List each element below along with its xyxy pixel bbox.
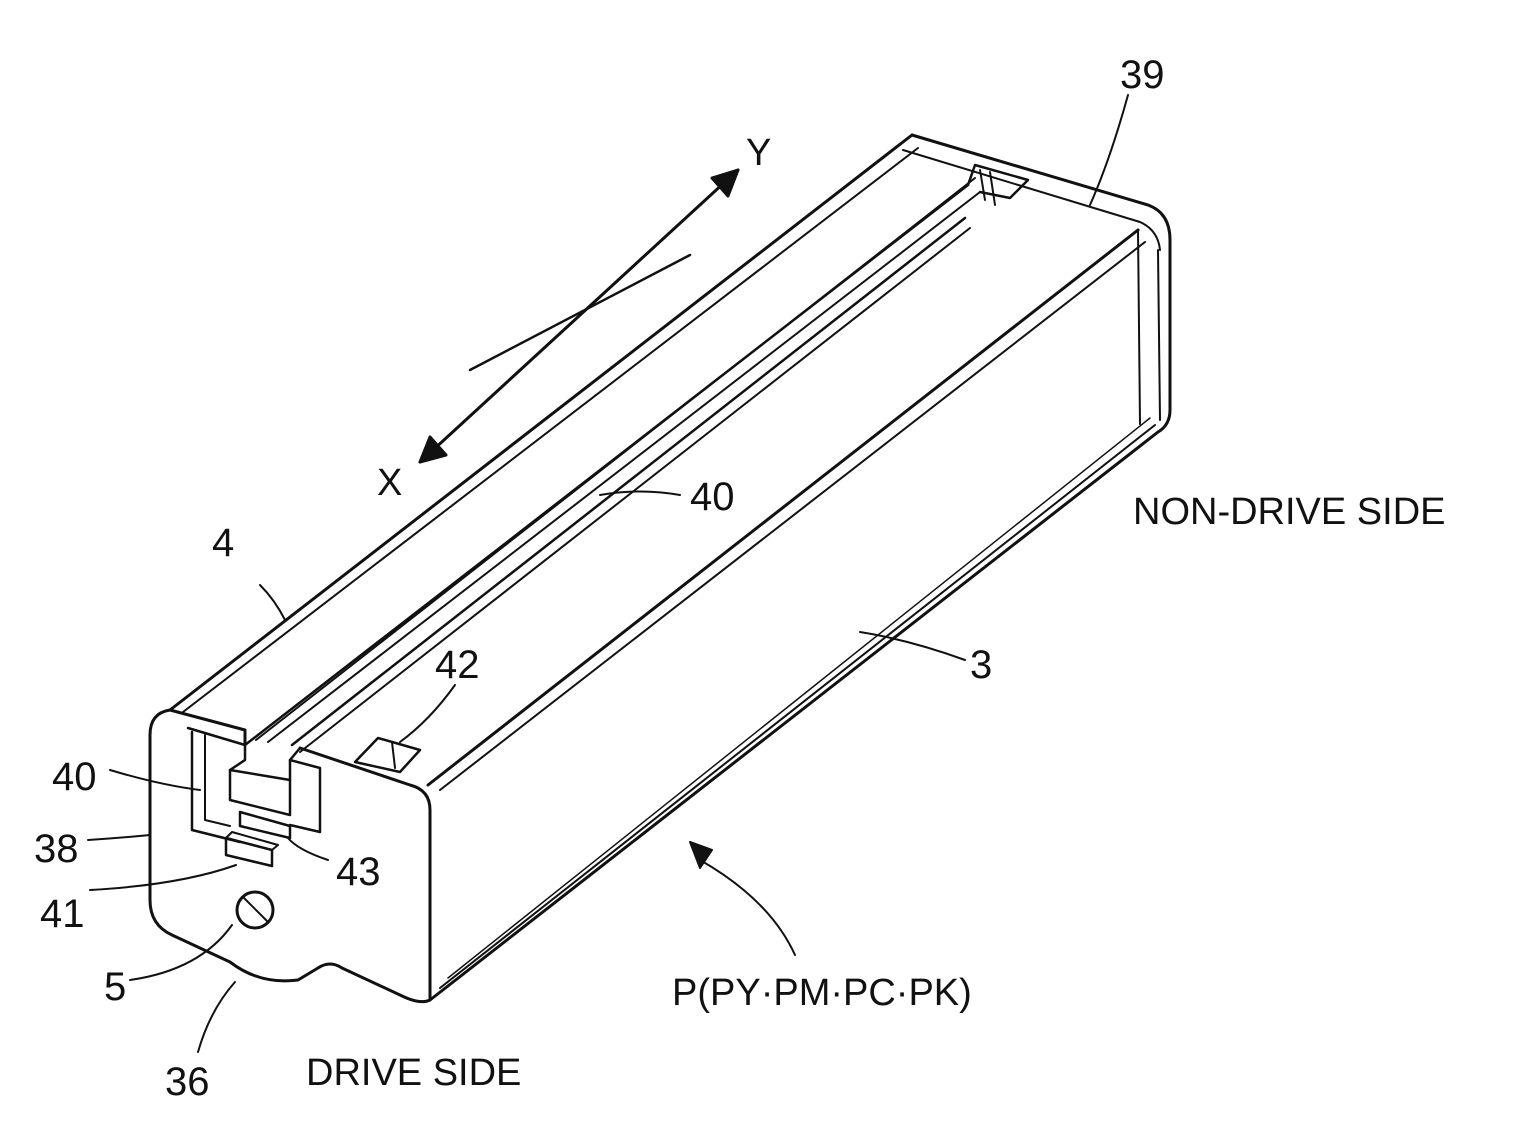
leader-cartridge (700, 860, 795, 955)
top-face-right-edge (428, 230, 1138, 785)
far-rail-notch (968, 165, 1028, 198)
drive-side-end-face (150, 710, 430, 1002)
leader-lines (88, 95, 1128, 1052)
leader-38 (88, 835, 150, 840)
leader-40-side (110, 770, 200, 790)
label-drive-side: DRIVE SIDE (306, 1052, 521, 1094)
groove-step (230, 770, 290, 815)
groove-right-box (290, 760, 320, 832)
groove-inner-a (205, 735, 230, 826)
label-41: 41 (40, 892, 85, 936)
far-end-face-edge (1138, 230, 1140, 424)
hole-5-slash (243, 897, 268, 922)
direction-guide-line (470, 255, 690, 370)
leader-41 (90, 865, 236, 890)
slot-42-line (392, 742, 395, 768)
xy-direction-arrow (420, 170, 738, 462)
label-cartridge: P(PY·PM·PC·PK) (672, 972, 972, 1014)
top-face-left-edge-inner (183, 148, 918, 712)
labels: 39 Y X 40 NON-DRIVE SIDE 4 42 3 40 38 43… (34, 53, 1445, 1104)
arrow-shaft (420, 170, 738, 462)
top-face-left-edge (170, 135, 912, 710)
leader-43 (288, 838, 328, 860)
label-39: 39 (1120, 53, 1165, 97)
leader-4 (260, 585, 285, 620)
leader-5 (130, 925, 232, 980)
label-3: 3 (970, 643, 992, 687)
leader-36 (198, 982, 235, 1052)
label-40-top: 40 (690, 475, 735, 519)
slot-42 (355, 738, 420, 772)
end-face-top-edge (170, 710, 245, 745)
label-4: 4 (212, 521, 234, 565)
groove-left-wall (192, 732, 240, 842)
label-non-drive-side: NON-DRIVE SIDE (1133, 491, 1445, 533)
label-axis-x: X (377, 462, 402, 504)
label-axis-y: Y (746, 132, 771, 174)
label-43: 43 (336, 850, 381, 894)
label-40-side: 40 (52, 755, 97, 799)
far-end-top-edge (912, 135, 1170, 240)
far-end-vertical-inner (1158, 250, 1160, 420)
projection-43 (240, 812, 290, 838)
label-42: 42 (435, 643, 480, 687)
bottom-long-edge-c (448, 418, 1150, 978)
leader-42 (400, 685, 455, 742)
label-36: 36 (165, 1060, 210, 1104)
label-5: 5 (104, 965, 126, 1009)
label-38: 38 (34, 827, 79, 871)
